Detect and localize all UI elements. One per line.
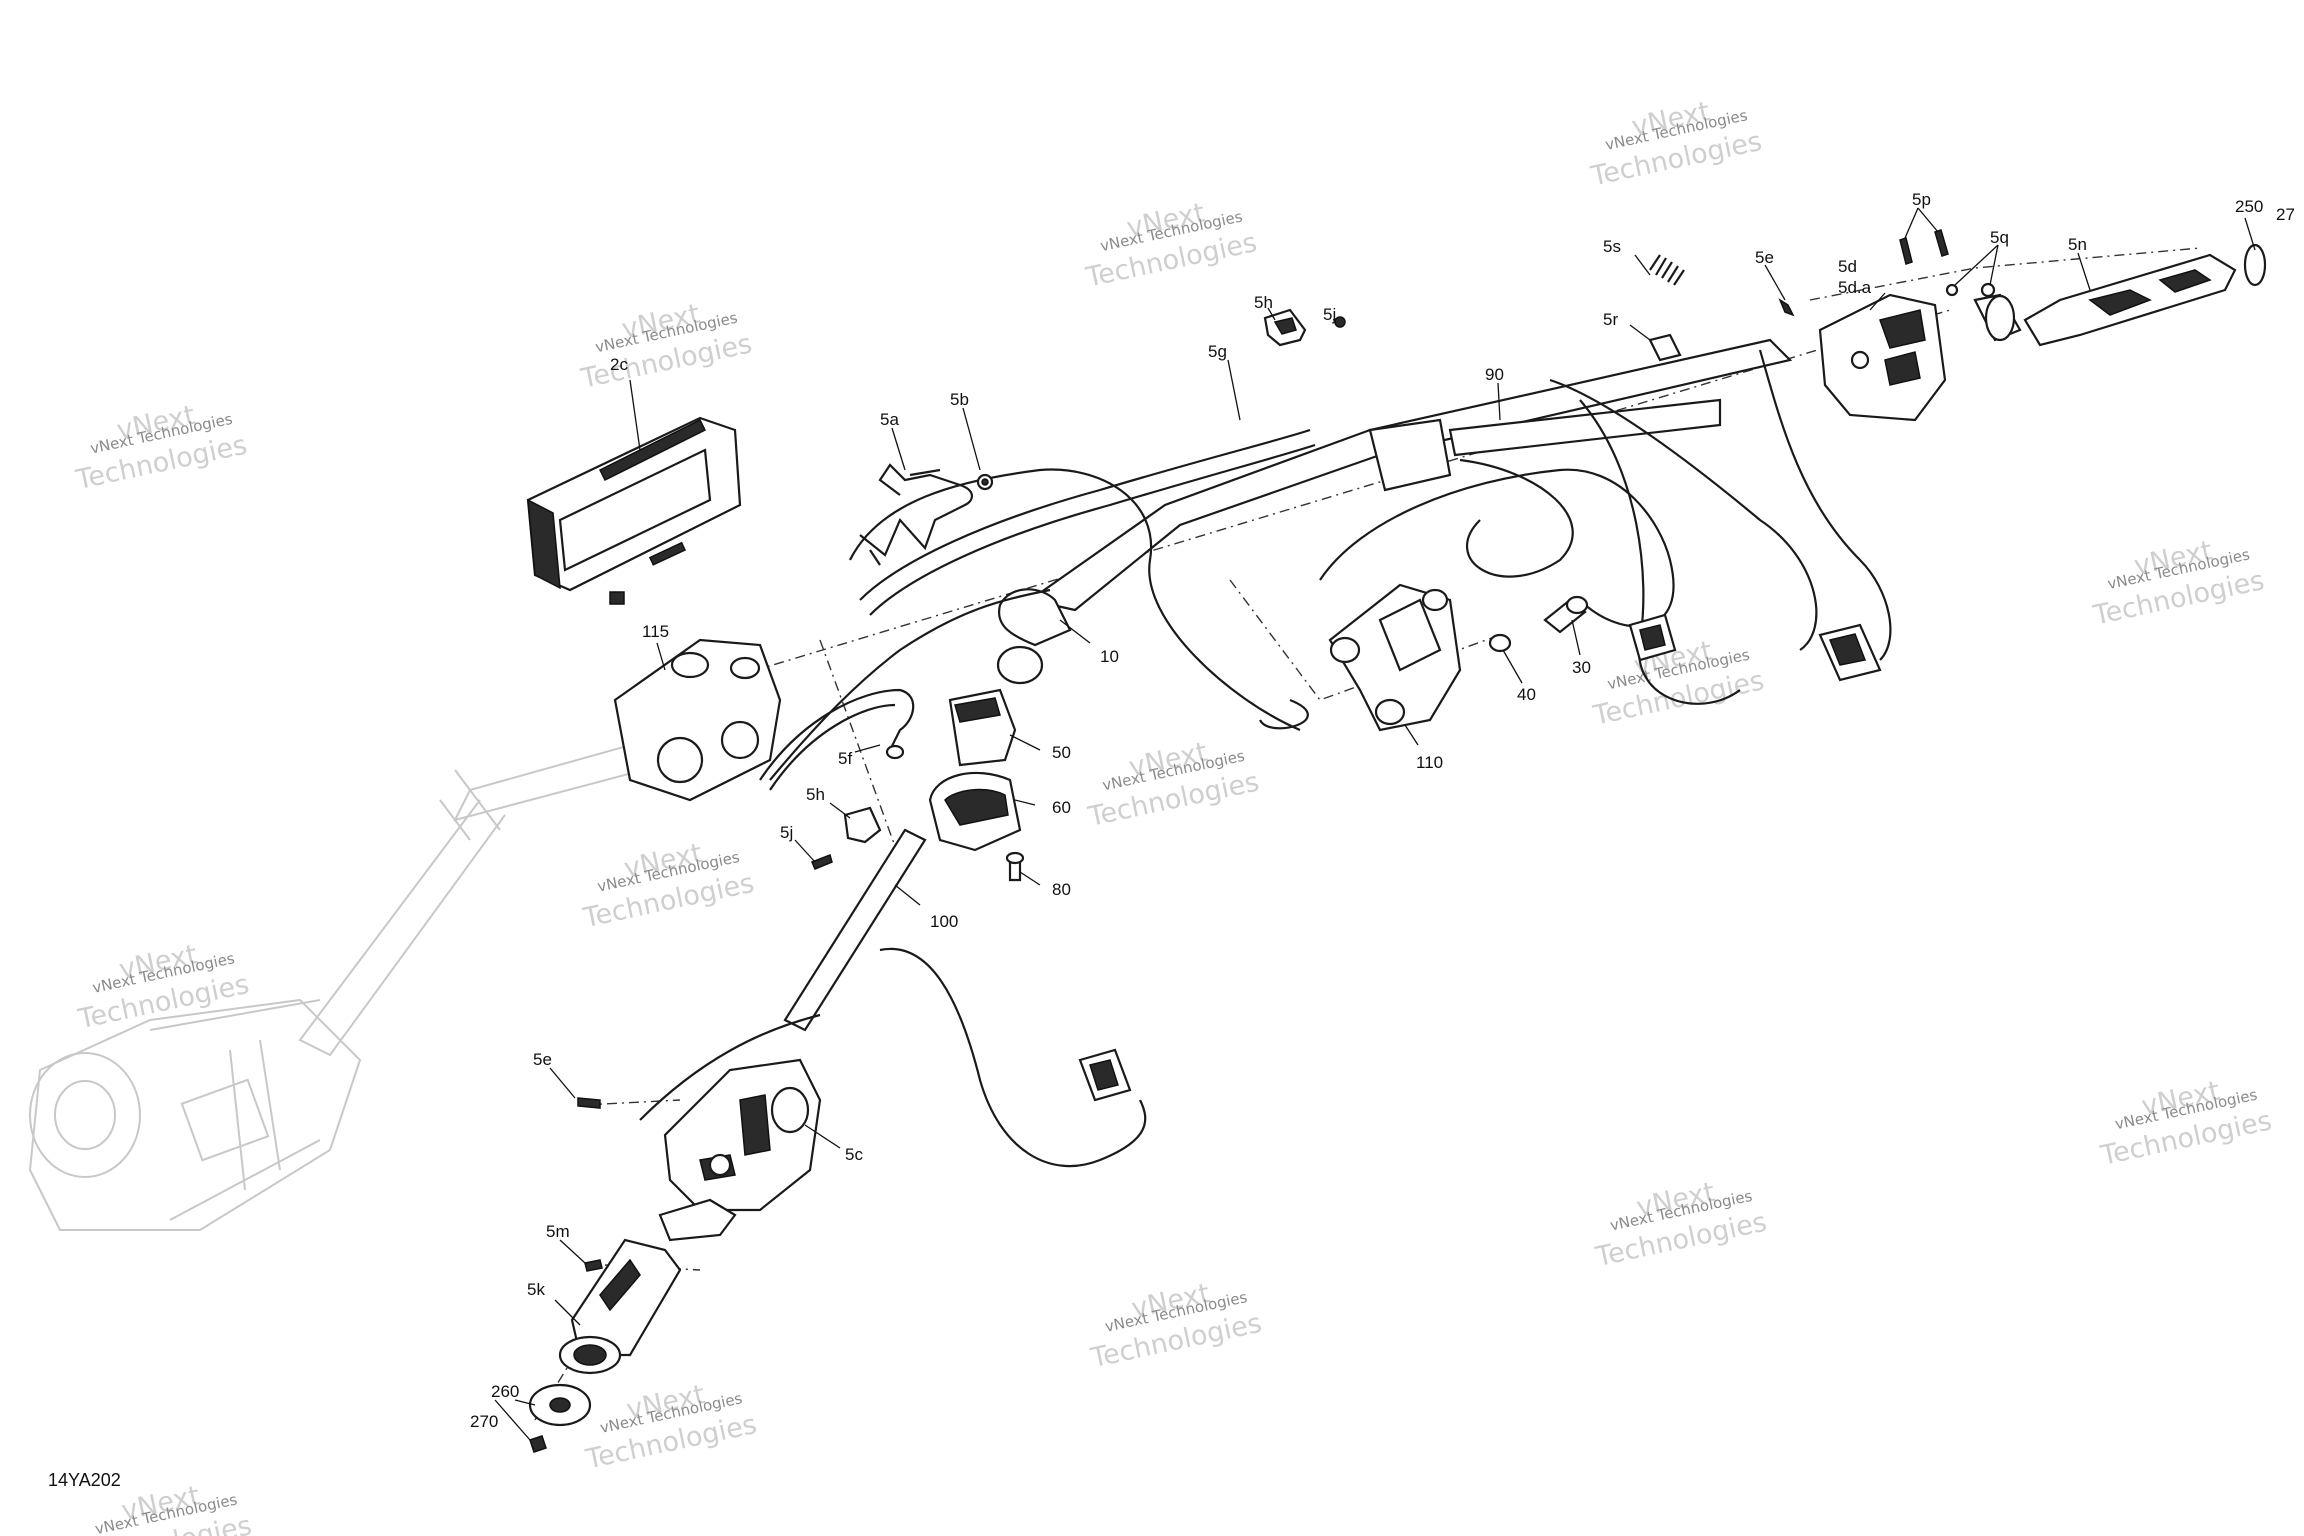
callout-270: 270: [470, 1412, 498, 1431]
part-260-endcap: [528, 1383, 592, 1427]
callout-5d: 5d: [1838, 257, 1857, 276]
part-5f-cable: [759, 688, 915, 791]
leader-lines: [494, 207, 2256, 1441]
connector-right-b: [1818, 623, 1882, 682]
callout-110: 110: [1416, 753, 1443, 772]
callout-90: 90: [1485, 365, 1504, 384]
part-5a-clip: [859, 463, 973, 566]
connector-left: [1078, 1048, 1132, 1102]
part-60-sleeve: [928, 771, 1022, 852]
part-115-riser: [613, 638, 782, 802]
part-right-housing: [1973, 293, 2022, 342]
callout-5q: 5q: [1990, 228, 2009, 247]
part-5c-left-switch: [639, 1013, 822, 1242]
part-5r-sleeve: [1648, 333, 1682, 362]
connector-right-a: [1628, 613, 1677, 662]
part-50-sleeve: [948, 688, 1017, 767]
callout-5e-top: 5e: [1755, 248, 1774, 267]
callout-5e-bot: 5e: [533, 1050, 552, 1069]
watermark: vNext vNext Technologies Technologies: [1590, 635, 1767, 731]
watermark: vNext vNext Technologies Technologies: [2097, 1075, 2274, 1171]
callout-5p: 5p: [1912, 190, 1931, 209]
diagram-code: 14YA202: [48, 1470, 121, 1490]
watermark: vNext vNext Technologies Technologies: [73, 400, 250, 496]
callout-30: 30: [1572, 658, 1591, 677]
part-5d-right-switch: [1818, 293, 1947, 422]
callout-5a: 5a: [880, 410, 899, 429]
callout-5f: 5f: [838, 749, 852, 768]
part-5n-grip: [2023, 253, 2237, 347]
watermark: vNext vNext Technologies Technologies: [1592, 1177, 1769, 1273]
callout-5s: 5s: [1603, 237, 1621, 256]
watermark: vNext vNext Technologies Technologies: [1087, 1278, 1264, 1374]
callout-5j-top: 5j: [1323, 305, 1336, 324]
part-5q-nuts: [1945, 282, 1996, 298]
callout-5g: 5g: [1208, 342, 1227, 361]
callout-5h-top: 5h: [1254, 293, 1273, 312]
callout-5da: 5d.a: [1838, 278, 1872, 297]
watermark: vNext vNext Technologies Technologies: [582, 1379, 759, 1475]
callout-60: 60: [1052, 798, 1071, 817]
part-5h-top-clamp: [1263, 308, 1307, 347]
part-5j-top-screw: [1334, 316, 1346, 328]
callout-115: 115: [642, 622, 669, 641]
callout-5h-bot: 5h: [806, 785, 825, 804]
callout-5c: 5c: [845, 1145, 863, 1164]
part-5j-bot-screw: [811, 854, 833, 870]
callout-labels: 2c 5a 5b 5g 5h 5j 90 5s 5r 5e 5d 5d.a 5p…: [470, 190, 2295, 1431]
watermark: vNext vNext Technologies Technologies: [1085, 737, 1262, 833]
callout-260: 260: [491, 1382, 519, 1401]
part-5h-bot-clamp: [843, 806, 882, 844]
callout-100: 100: [930, 912, 958, 931]
part-5e-top-screw: [1778, 298, 1795, 317]
watermark: vNext vNext Technologies Technologies: [2090, 535, 2267, 631]
callout-80: 80: [1052, 880, 1071, 899]
part-5b-screw: [976, 473, 994, 491]
part-100-tube: [783, 828, 1147, 1168]
wire-harness: [769, 349, 1892, 781]
part-5k-grip: [558, 1238, 682, 1375]
watermark: vNext vNext Technologies Technologies: [578, 298, 755, 394]
part-5e-bot-screw: [577, 1097, 601, 1109]
watermark: vNext vNext Technologies Technologies: [580, 838, 757, 934]
part-110-bracket: [1328, 583, 1462, 732]
callout-5b: 5b: [950, 390, 969, 409]
callout-5r: 5r: [1603, 310, 1618, 329]
callout-2c: 2c: [610, 355, 628, 374]
callout-5j-bot: 5j: [780, 823, 793, 842]
part-40-washer: [1488, 633, 1512, 653]
part-5s-spring: [1649, 254, 1685, 286]
callout-5m: 5m: [546, 1222, 570, 1241]
part-5m-screw: [584, 1259, 603, 1272]
callout-10: 10: [1100, 647, 1119, 666]
part-80-screw: [1005, 851, 1025, 882]
callout-40: 40: [1517, 685, 1536, 704]
callout-5k: 5k: [527, 1280, 545, 1299]
callout-27: 27: [2276, 205, 2295, 224]
watermark: vNext vNext Technologies Technologies: [1083, 197, 1260, 293]
handlebar: [996, 338, 1793, 685]
callout-50: 50: [1052, 743, 1071, 762]
watermark: vNext vNext Technologies Technologies: [1588, 96, 1765, 192]
callout-5n: 5n: [2068, 235, 2087, 254]
part-5p-screws: [1899, 229, 1949, 265]
part-30-spacer: [1543, 595, 1589, 634]
part-250-endcap: [2243, 243, 2267, 287]
part-270-screw: [529, 1435, 547, 1453]
callout-250: 250: [2235, 197, 2263, 216]
part-2c-display: [526, 416, 742, 605]
